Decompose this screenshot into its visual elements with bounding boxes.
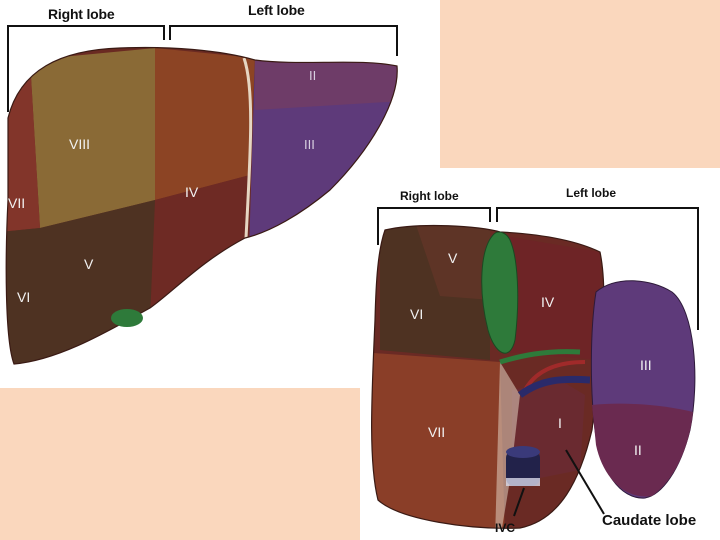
ivc-callout-line [513, 487, 525, 517]
label-segment-VII: VII [8, 195, 26, 211]
segment-VIII-region [30, 48, 155, 228]
segment-II-region [255, 50, 398, 110]
label-segment-V-inferior: V [448, 250, 458, 266]
header-left-lobe-inferior: Left lobe [566, 186, 616, 200]
label-segment-VIII: VIII [69, 136, 91, 152]
header-right-lobe: Right lobe [48, 6, 115, 22]
caudate-callout-line [565, 449, 605, 515]
callout-ivc: IVC [495, 521, 516, 535]
segment-IV-upper-region [155, 48, 255, 200]
label-segment-VI: VI [17, 289, 31, 305]
segment-VII-region-inferior [371, 352, 505, 529]
label-segment-III-inferior: III [640, 357, 652, 373]
bracket-left-lobe [169, 25, 398, 56]
liver-inferior-view [371, 207, 699, 529]
callout-caudate-lobe: Caudate lobe [602, 512, 697, 529]
label-segment-VII-inferior: VII [428, 424, 446, 440]
bracket-right-lobe [7, 25, 165, 112]
gallbladder-shape [111, 309, 143, 327]
ivc-shape [506, 446, 540, 486]
label-segment-I: I [558, 415, 562, 431]
label-segment-III: III [304, 137, 315, 152]
liver-anterior-view [5, 25, 398, 365]
label-segment-VI-inferior: VI [410, 306, 424, 322]
header-right-lobe-inferior: Right lobe [400, 189, 459, 203]
bracket-right-lobe-inferior [377, 207, 491, 245]
hepatic-artery-shape [523, 360, 586, 392]
label-segment-IV: IV [185, 184, 199, 200]
header-left-lobe: Left lobe [248, 2, 305, 18]
gallbladder-inferior [481, 231, 519, 354]
portal-vein-shape [517, 375, 591, 398]
label-segment-II: II [309, 68, 317, 83]
background-panel-bottom [0, 388, 360, 540]
label-segment-IV-inferior: IV [541, 294, 555, 310]
segment-II-region-inferior [592, 403, 693, 497]
background-panel-top [440, 0, 720, 168]
bile-duct-shape [499, 349, 581, 365]
label-segment-II-inferior: II [634, 442, 642, 458]
label-segment-V: V [84, 256, 94, 272]
segment-IV-region-inferior [505, 236, 600, 360]
bracket-left-lobe-inferior [496, 207, 699, 330]
segment-V-region [415, 225, 492, 300]
